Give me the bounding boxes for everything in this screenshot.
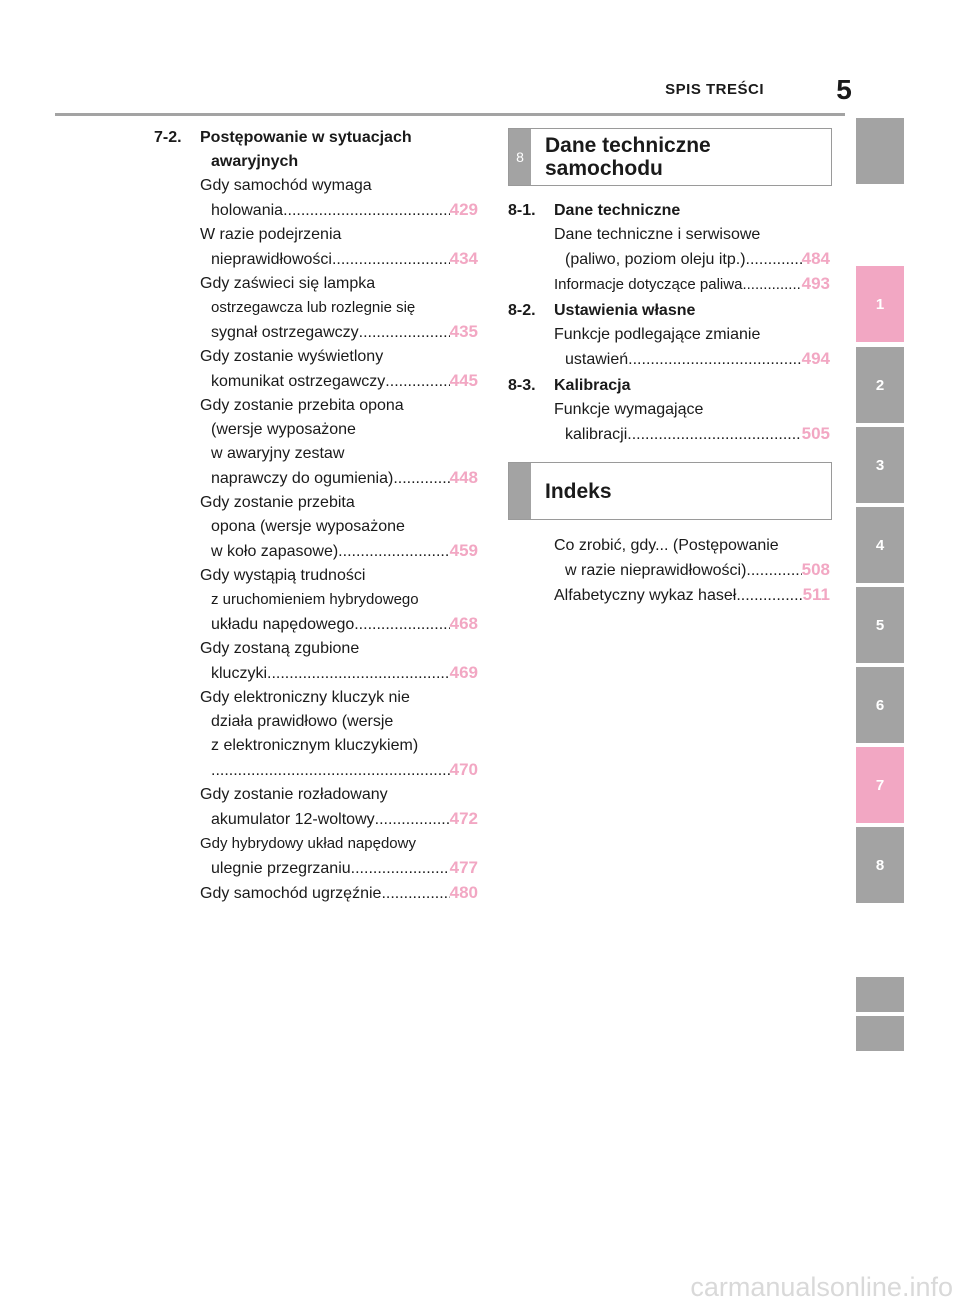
page-link[interactable]: 484 [801,249,830,268]
chapter-8-sections: 8-1. Dane techniczne Dane techniczne i s… [508,197,830,447]
toc-entry[interactable]: Gdy zostaną zgubione kluczyki469 [154,637,478,686]
chapter-8-header: 8 Dane techniczne samochodu [508,128,832,186]
page-link[interactable]: 480 [449,883,478,902]
index-header: Indeks [508,462,832,520]
tab-chapter-5[interactable]: 5 [856,587,904,663]
header-rule [55,113,845,116]
tab-blank-bottom-2[interactable] [856,1016,904,1051]
page-link[interactable]: 505 [801,424,830,443]
header-title: SPIS TREŚCI [665,81,764,98]
toc-entry[interactable]: Gdy zostanie przebita opona (wersje wypo… [154,491,478,564]
toc-entry[interactable]: Gdy wystąpią trudności z uruchomieniem h… [154,564,478,637]
tab-chapter-2[interactable]: 2 [856,347,904,423]
toc-entry[interactable]: Gdy zaświeci się lampka ostrzegawcza lub… [154,272,478,345]
toc-entry[interactable]: Funkcje podlegające zmianie ustawień494 [508,323,830,372]
tab-chapter-4[interactable]: 4 [856,507,904,583]
index-title: Indeks [545,479,612,503]
section-title: Postępowanie w sytuacjach [200,129,412,146]
chapter-title: Dane techniczne [545,134,711,157]
toc-entry[interactable]: Funkcje wymagające kalibracji505 [508,398,830,447]
page-link[interactable]: 494 [801,349,830,368]
page-link[interactable]: 434 [449,249,478,268]
index-bar [509,463,531,519]
toc-entry[interactable]: Alfabetyczny wykaz haseł511 [508,583,830,608]
page-link[interactable]: 445 [449,371,478,390]
page-link[interactable]: 470 [449,760,478,779]
page-link[interactable]: 469 [449,663,478,682]
watermark: carmanualsonline.info [690,1272,953,1302]
toc-entry[interactable]: Gdy elektroniczny kluczyk nie działa pra… [154,686,478,783]
tab-chapter-6[interactable]: 6 [856,667,904,743]
toc-entry[interactable]: Informacje dotyczące paliwa493 [508,272,830,297]
section-number: 7-2. [154,129,182,146]
section-title-cont: awaryjnych [211,153,299,170]
page-link[interactable]: 472 [449,809,478,828]
toc-entry[interactable]: Gdy samochód wymaga holowania429 [154,174,478,223]
page-link[interactable]: 468 [449,614,478,633]
tab-chapter-7[interactable]: 7 [856,747,904,823]
tab-chapter-1[interactable]: 1 [856,266,904,342]
page-link[interactable]: 448 [449,468,478,487]
chapter-title-cont: samochodu [545,157,663,180]
page-link[interactable]: 493 [801,274,830,293]
toc-entry[interactable]: Gdy hybrydowy układ napędowy ulegnie prz… [154,832,478,881]
toc-entry[interactable]: W razie podejrzenia nieprawidłowości434 [154,223,478,272]
page-link[interactable]: 459 [449,541,478,560]
tab-chapter-8[interactable]: 8 [856,827,904,903]
tab-blank-bottom-1[interactable] [856,977,904,1012]
tab-blank-top[interactable] [856,118,904,184]
page-link[interactable]: 508 [801,560,830,579]
section-heading: 7-2. Postępowanie w sytuacjach awaryjnyc… [154,126,478,174]
toc-entry[interactable]: Dane techniczne i serwisowe (paliwo, poz… [508,223,830,272]
page-link[interactable]: 429 [449,200,478,219]
chapter-number: 8 [509,129,531,185]
toc-entry[interactable]: Gdy samochód ugrzęźnie480 [154,881,478,906]
toc-entry[interactable]: Gdy zostanie przebita opona (wersje wypo… [154,394,478,491]
toc-entry[interactable]: Gdy zostanie rozładowany akumulator 12-w… [154,783,478,832]
tab-chapter-3[interactable]: 3 [856,427,904,503]
section-7-2: 7-2. Postępowanie w sytuacjach awaryjnyc… [154,124,478,906]
toc-entry[interactable]: Gdy zostanie wyświetlony komunikat ostrz… [154,345,478,394]
page-number: 5 [836,74,852,105]
section-heading: 8-2. Ustawienia własne [508,302,696,319]
toc-entry[interactable]: Co zrobić, gdy... (Postępowanie w razie … [508,534,830,583]
index-entries: Co zrobić, gdy... (Postępowanie w razie … [508,534,830,608]
section-heading: 8-3. Kalibracja [508,377,631,394]
page-link[interactable]: 477 [449,858,478,877]
page-link[interactable]: 511 [802,585,830,604]
page-link[interactable]: 435 [449,322,478,341]
section-heading: 8-1. Dane techniczne [508,202,681,219]
